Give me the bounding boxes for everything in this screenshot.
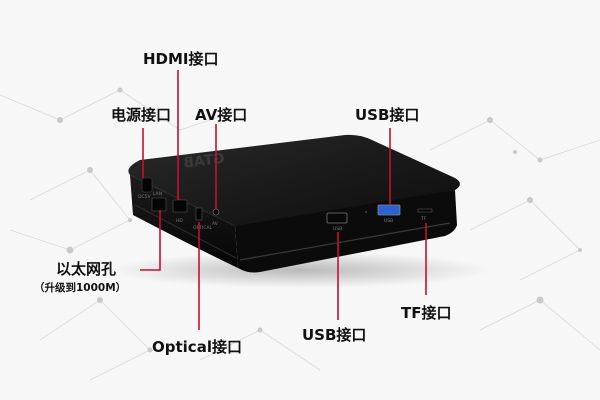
usb2-port-mark: USB — [384, 218, 393, 224]
dc-port — [141, 177, 153, 193]
power-port-label: 电源接口 — [111, 106, 172, 124]
tf-slot — [417, 208, 433, 213]
av-port-label: AV接口 — [195, 106, 248, 124]
dc-port-mark: DC5V — [138, 194, 151, 200]
device-logo: GTAB — [182, 151, 225, 172]
leader-ethernet — [140, 210, 161, 271]
optical-port-mark: OPTICAL — [193, 225, 213, 231]
tf-port-label: TF接口 — [401, 304, 452, 322]
hdmi-port-label: HDMI接口 — [143, 50, 219, 68]
optical-port — [195, 207, 203, 221]
ethernet-upgrade-note: （升级到1000M） — [34, 282, 127, 294]
usb-port-1 — [326, 212, 348, 224]
usb-port-bottom-label: USB接口 — [302, 326, 367, 344]
hdmi-port-mark: HD — [176, 218, 183, 224]
lan-port — [151, 197, 167, 212]
usb-port-2 — [377, 204, 401, 216]
av-port-mark: AV — [212, 221, 219, 227]
usb-port-top-label: USB接口 — [355, 106, 420, 124]
hdmi-port — [172, 199, 188, 213]
tf-port-mark: TF — [420, 216, 427, 222]
device-right-face — [235, 190, 457, 273]
optical-port-label: Optical接口 — [152, 338, 242, 356]
device-top-surface — [128, 134, 460, 229]
lan-port-mark: LAN — [153, 191, 162, 197]
ethernet-port-label: 以太网孔 — [56, 260, 117, 278]
usb1-port-mark: USB — [333, 226, 342, 232]
